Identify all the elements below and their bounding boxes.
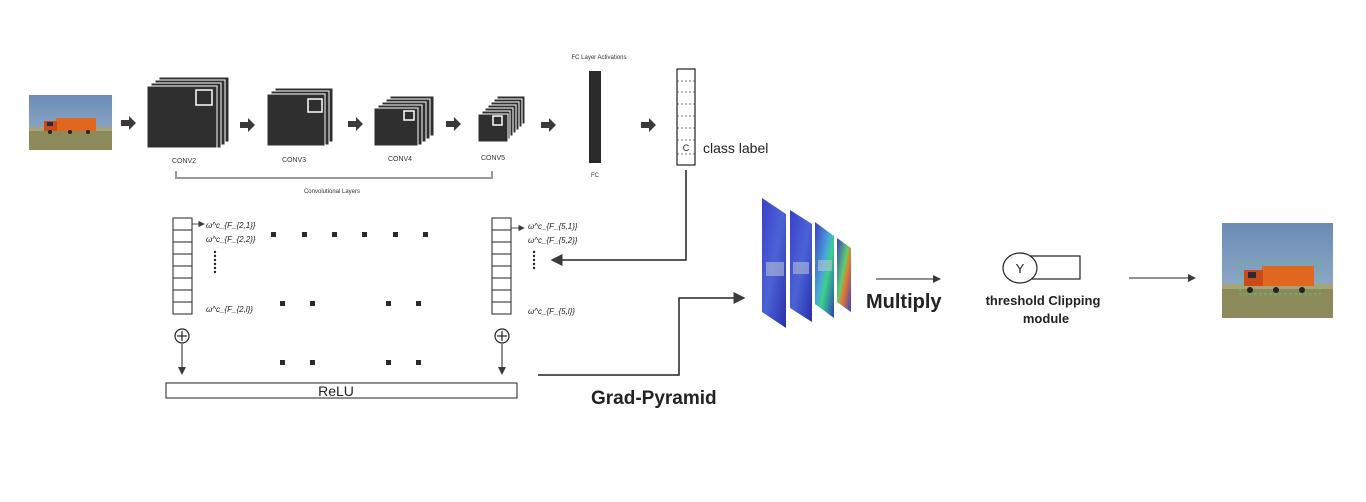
- right-sum-icon: [494, 328, 510, 344]
- right-weight-l: ω^c_{F_{5,l}}: [528, 307, 575, 316]
- class-cell-label: C: [683, 143, 690, 153]
- conv4-block: [373, 95, 435, 147]
- right-weight-column: [491, 217, 512, 315]
- relu-box: [165, 382, 518, 399]
- right-weight-ellipsis: [532, 250, 536, 270]
- fc-bar: [589, 71, 601, 163]
- conv5-block: [477, 95, 526, 143]
- left-weight-2: ω^c_{F_{2,2}}: [206, 235, 256, 244]
- threshold-label-2: module: [1023, 311, 1069, 326]
- right-weight-1: ω^c_{F_{5,1}}: [528, 222, 578, 231]
- class-to-weights-arrow: [550, 170, 687, 266]
- left-weight-ellipsis: [213, 250, 217, 274]
- multiply-label: Multiply: [866, 291, 942, 313]
- conv-layers-label: Convolutional Layers: [304, 189, 360, 195]
- forward-arrows: [121, 116, 656, 132]
- arrow-1: [121, 116, 136, 130]
- left-weight-column: [172, 217, 193, 315]
- input-image: [29, 95, 112, 150]
- relu-label: ReLU: [318, 383, 354, 399]
- left-sum-icon: [174, 328, 190, 344]
- ellipsis-dots: [271, 232, 428, 365]
- relu-to-heatmaps-arrow: [538, 292, 746, 376]
- conv3-block: [266, 87, 334, 147]
- arrow-2: [240, 118, 255, 132]
- output-image: [1222, 223, 1333, 318]
- left-weight-l: ω^c_{F_{2,l}}: [206, 305, 253, 314]
- conv4-label: CONV4: [388, 156, 412, 163]
- arrow-4: [446, 117, 461, 131]
- conv5-label: CONV5: [481, 155, 505, 162]
- threshold-label-1: threshold Clipping: [986, 293, 1101, 308]
- conv3-label: CONV3: [282, 157, 306, 164]
- conv-layers-bracket: [175, 171, 493, 179]
- conv2-label: CONV2: [172, 158, 196, 165]
- fc-label: FC: [591, 173, 600, 179]
- class-label-text: class label: [703, 140, 768, 156]
- class-vector: C: [676, 68, 696, 166]
- arrow-6: [641, 118, 656, 132]
- threshold-symbol: Υ: [1016, 261, 1025, 276]
- left-weight-1: ω^c_{F_{2,1}}: [206, 221, 256, 230]
- arrow-5: [541, 118, 556, 132]
- heatmap-stack: [762, 198, 851, 328]
- arrow-3: [348, 117, 363, 131]
- fc-title: FC Layer Activations: [571, 55, 626, 61]
- conv2-block: [146, 76, 230, 149]
- threshold-module-icon: [1002, 252, 1081, 284]
- grad-pyramid-label: Grad-Pyramid: [591, 388, 717, 409]
- right-weight-2: ω^c_{F_{5,2}}: [528, 236, 578, 245]
